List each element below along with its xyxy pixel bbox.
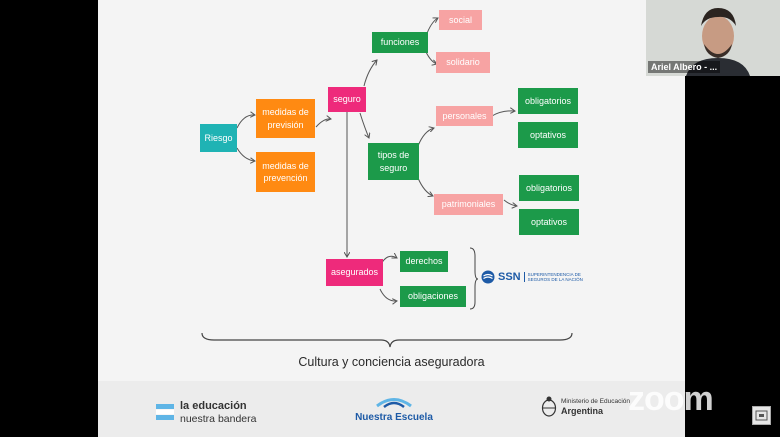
- obligaciones-box: obligaciones: [400, 286, 466, 307]
- riesgo-box: Riesgo: [200, 124, 237, 152]
- corner-icon[interactable]: [752, 406, 771, 425]
- nuestra-escuela-logo: Nuestra Escuela: [354, 395, 434, 423]
- participant-avatar: [646, 0, 780, 76]
- ssn-subtitle-line2: SEGUROS DE LA NACIÓN: [527, 277, 583, 282]
- nuestra-escuela-text: Nuestra Escuela: [355, 412, 433, 423]
- la-educacion-line2: nuestra bandera: [180, 412, 257, 425]
- la-educacion-logo: la educación nuestra bandera: [156, 400, 256, 425]
- ssn-logo: SSN SUPERINTENDENCIA DE SEGUROS DE LA NA…: [481, 270, 583, 284]
- ssn-emblem-icon: [481, 270, 495, 284]
- nuestra-escuela-icon: [376, 398, 412, 409]
- medidas-prevencion-box: medidas de prevención: [256, 152, 315, 192]
- tipos-de-seguro-box: tipos de seguro: [368, 143, 419, 180]
- optativos-box: optativos: [519, 209, 579, 235]
- obligatorios-box: obligatorios: [518, 88, 578, 114]
- personales-box: personales: [436, 106, 493, 126]
- asegurados-box: asegurados: [326, 259, 383, 286]
- social-box: social: [439, 10, 482, 30]
- expand-icon: [755, 410, 768, 421]
- zoom-watermark: zoom: [628, 380, 714, 418]
- slide-caption: Cultura y conciencia aseguradora: [298, 355, 485, 369]
- patrimoniales-box: patrimoniales: [434, 194, 503, 215]
- presentation-slide: Riesgo medidas de previsión medidas de p…: [98, 0, 685, 437]
- participant-name: Ariel Albero - ...: [648, 61, 721, 73]
- coat-of-arms-icon: [541, 396, 557, 417]
- ssn-name: SSN: [498, 271, 521, 283]
- ssn-subtitle: SUPERINTENDENCIA DE SEGUROS DE LA NACIÓN: [523, 271, 583, 283]
- ministerio-line1: Ministerio de Educación: [561, 397, 631, 405]
- medidas-prevision-box: medidas de previsión: [256, 99, 315, 138]
- la-educacion-line1: la educación: [180, 400, 247, 412]
- derechos-box: derechos: [400, 251, 448, 272]
- funciones-box: funciones: [372, 32, 428, 53]
- solidario-box: solidario: [436, 52, 490, 73]
- ministerio-line2: Argentina: [561, 405, 604, 416]
- slide-footer: la educación nuestra bandera Nuestra Esc…: [98, 381, 685, 437]
- optativos-box: optativos: [518, 122, 578, 148]
- argentina-flag-icon: [156, 404, 174, 421]
- diagram-arrows: [201, 0, 573, 348]
- ssn-subtitle-line1: SUPERINTENDENCIA DE: [527, 271, 581, 277]
- obligatorios-box: obligatorios: [519, 175, 579, 201]
- seguro-box: seguro: [328, 87, 366, 112]
- ministerio-logo: Ministerio de Educación Argentina: [541, 396, 630, 418]
- participant-video-tile[interactable]: Ariel Albero - ...: [646, 0, 780, 76]
